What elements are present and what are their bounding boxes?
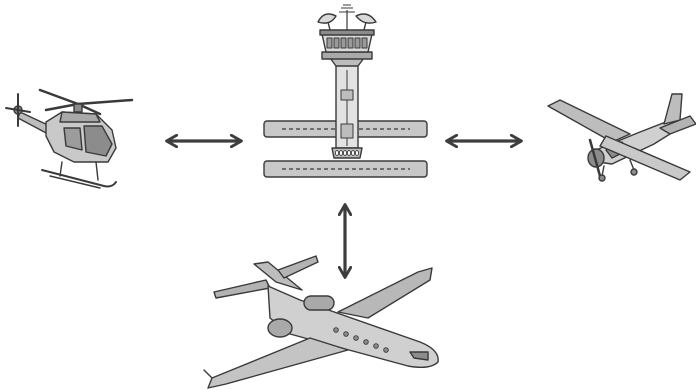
control-tower-icon (264, 5, 427, 177)
propeller-airplane-icon (548, 94, 696, 181)
jet-airliner-icon (204, 256, 438, 388)
helicopter-icon (6, 90, 132, 188)
